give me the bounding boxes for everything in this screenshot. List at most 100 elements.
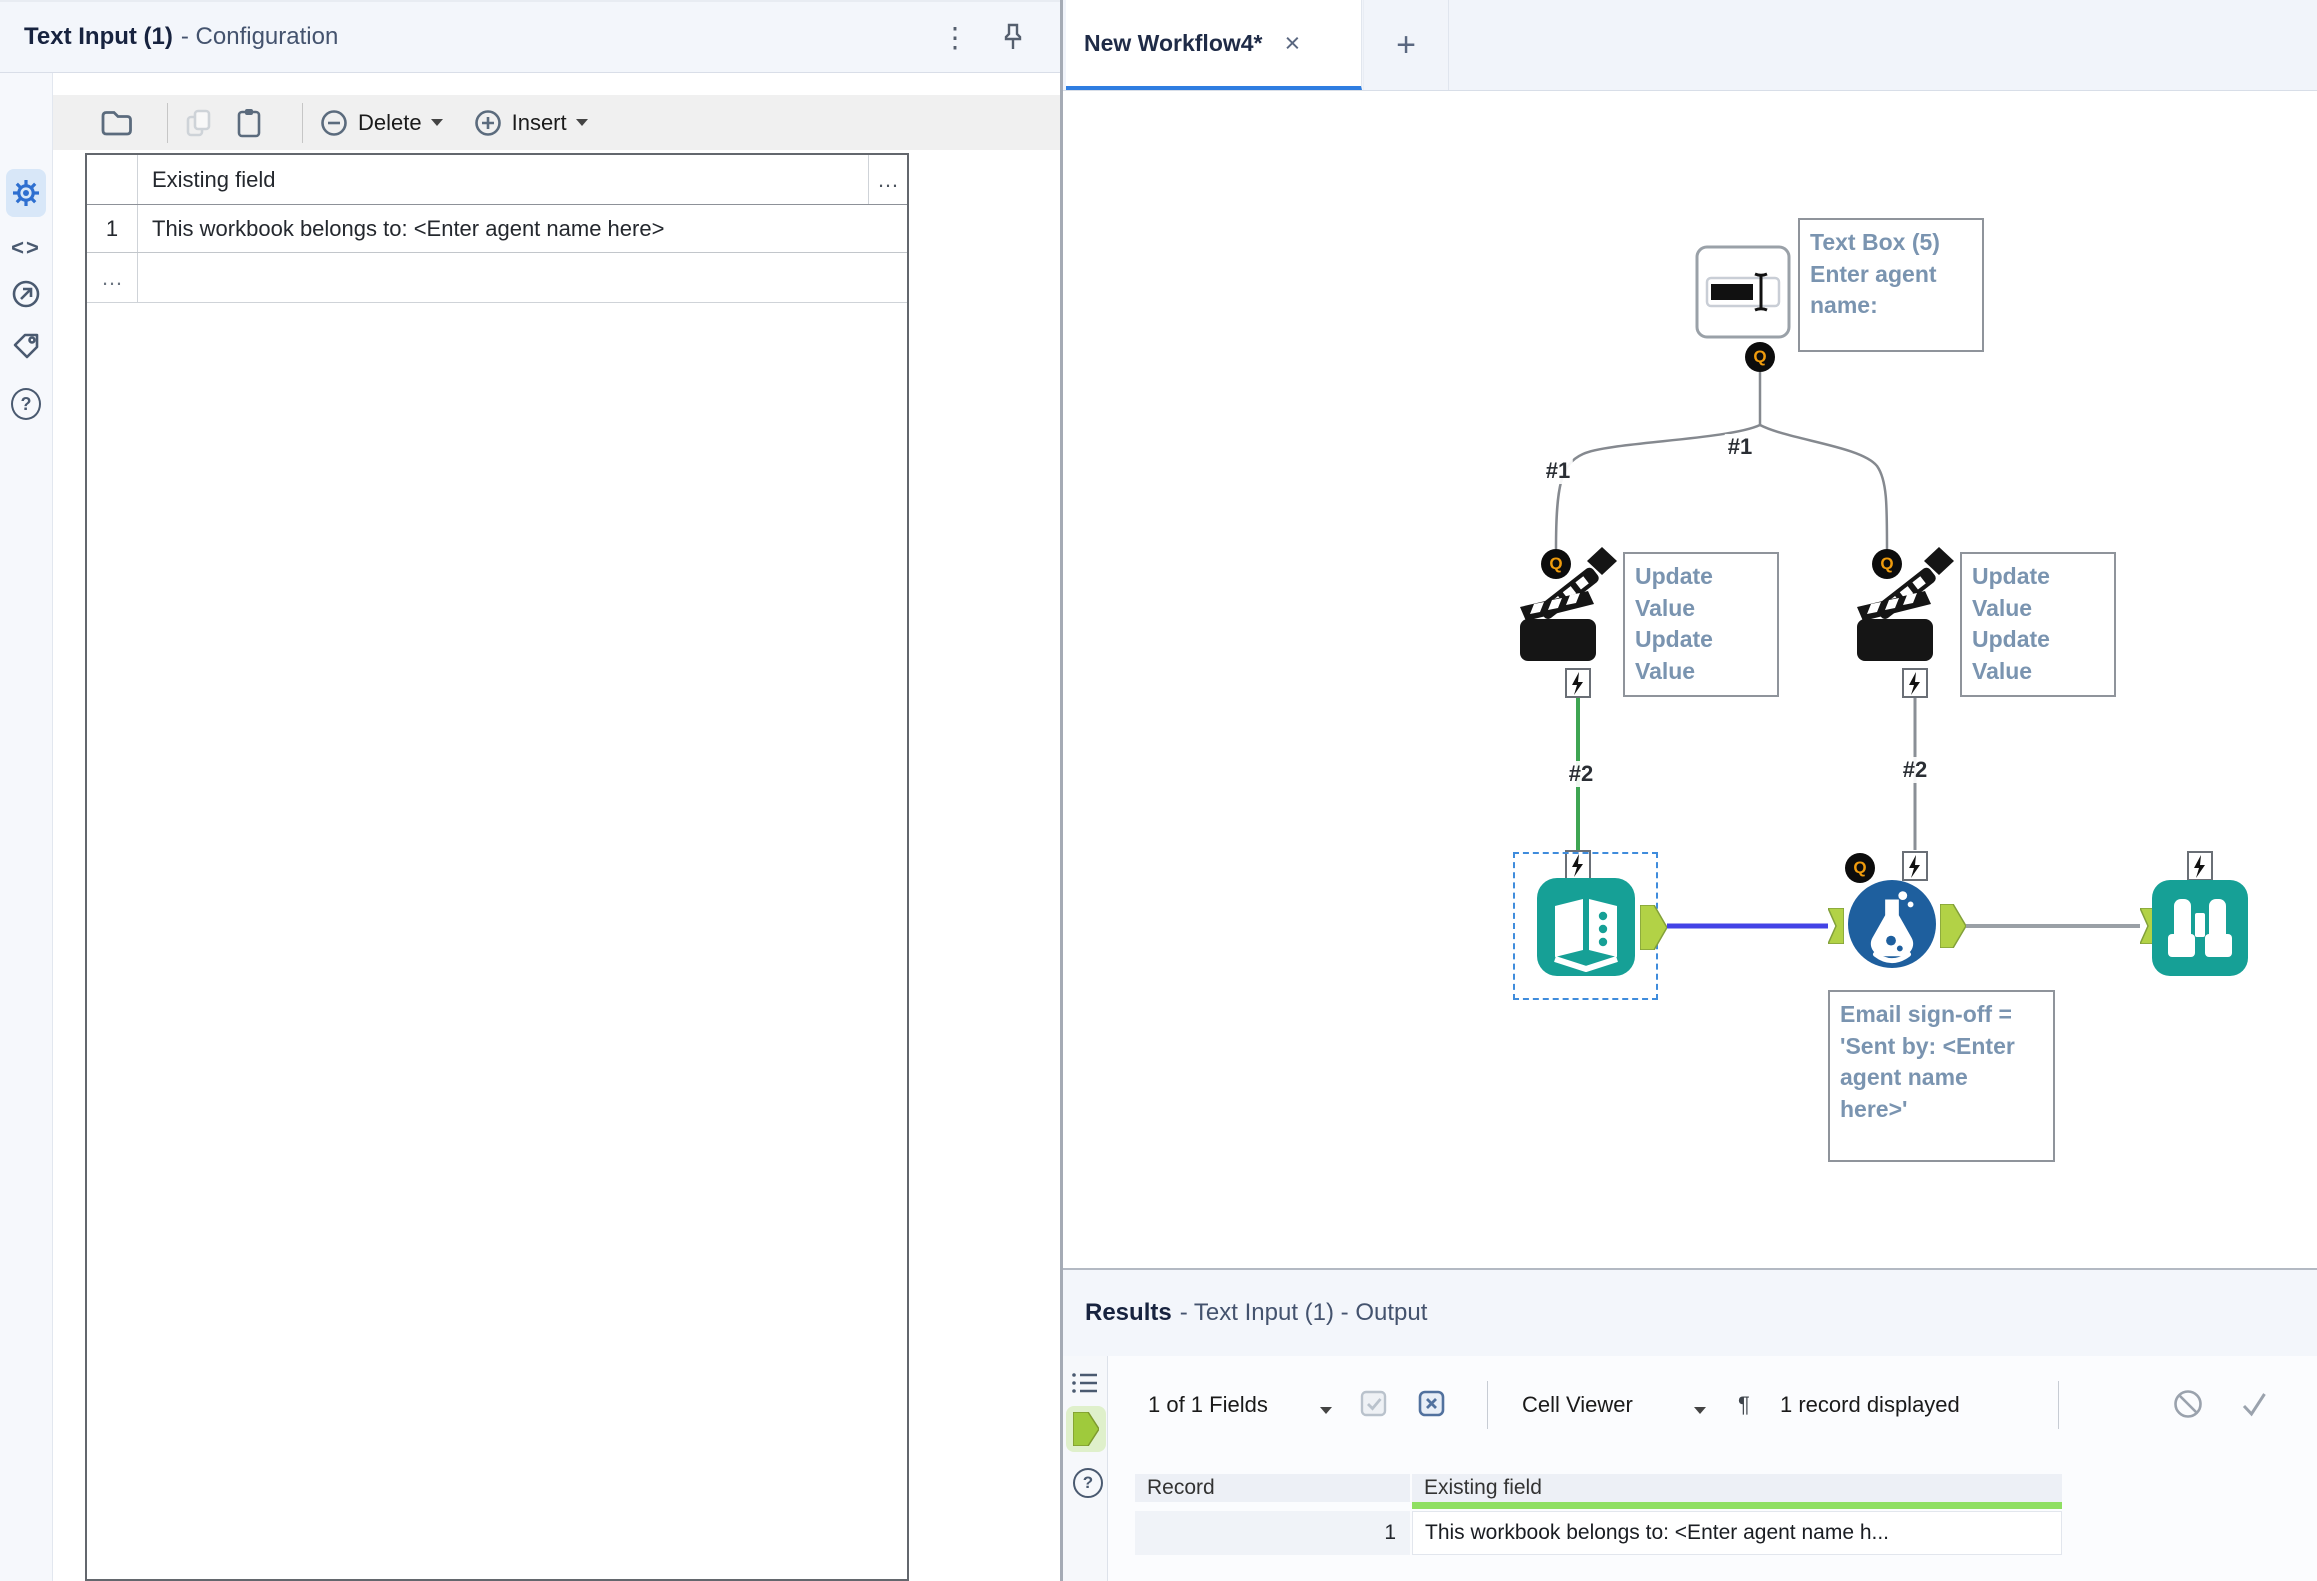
text-box-annotation[interactable]: Text Box (5) Enter agent name: [1798, 218, 1984, 352]
output-anchor-selector[interactable] [1066, 1406, 1106, 1452]
column-header-record[interactable]: Record [1135, 1474, 1410, 1502]
fields-dropdown[interactable]: 1 of 1 Fields [1148, 1392, 1268, 1417]
configuration-subtitle: - Configuration [180, 23, 339, 50]
metadata-list-icon[interactable] [1070, 1370, 1100, 1401]
insert-label: Insert [511, 109, 567, 135]
input-anchor[interactable] [1826, 907, 1845, 949]
question-anchor[interactable]: Q [1845, 853, 1875, 883]
grid-row[interactable]: 1 This workbook belongs to: <Enter agent… [87, 205, 907, 253]
results-table-header: Record Existing field [1135, 1474, 2062, 1502]
workflow-canvas[interactable]: #1 #1 #2 #2 Q Text Box (5) Enter agent n… [1063, 91, 2317, 1268]
chevron-down-icon [430, 118, 443, 126]
tab-label: New Workflow4* [1084, 29, 1263, 56]
grid-new-row-marker: … [87, 253, 138, 302]
record-number-cell[interactable]: 1 [1135, 1511, 1410, 1555]
record-value-cell[interactable]: This workbook belongs to: <Enter agent n… [1412, 1511, 2062, 1555]
lightning-anchor[interactable] [1902, 851, 1928, 881]
action-annotation-right[interactable]: Update Value Update Value [1960, 552, 2116, 697]
minus-circle-icon [321, 109, 347, 136]
grid-header-more-cell[interactable]: … [868, 155, 907, 204]
configuration-tool-name: Text Input (1) [24, 23, 173, 50]
help-icon[interactable]: ? [1073, 1468, 1103, 1498]
text-input-book-icon [1537, 878, 1635, 976]
question-anchor[interactable]: Q [1745, 342, 1775, 372]
configuration-sidebar: <> ? [0, 73, 53, 1581]
chevron-down-icon[interactable] [1320, 1402, 1332, 1420]
field-type-bar [1135, 1502, 2062, 1509]
new-tab-button[interactable]: + [1363, 0, 1449, 90]
browse-binoculars-icon [2152, 880, 2248, 976]
text-box-icon [1695, 245, 1791, 339]
connection-label: #2 [1565, 761, 1597, 787]
browse-tool[interactable] [2152, 880, 2248, 981]
chevron-down-icon[interactable] [1694, 1402, 1706, 1420]
gear-icon [13, 180, 39, 206]
select-all-checkbox-icon[interactable] [1360, 1390, 1387, 1422]
formula-annotation[interactable]: Email sign-off = 'Sent by: <Enter agent … [1828, 990, 2055, 1162]
action-annotation-left[interactable]: Update Value Update Value [1623, 552, 1779, 697]
configuration-panel-header: Text Input (1) - Configuration ⋮ [0, 0, 1060, 73]
check-icon[interactable] [2238, 1388, 2270, 1425]
help-icon[interactable]: ? [11, 388, 41, 420]
delete-button[interactable]: Delete [319, 108, 443, 138]
lightning-anchor[interactable] [1565, 668, 1591, 698]
results-table: Record Existing field 1 This workbook be… [1135, 1474, 2062, 1555]
action-tool-right[interactable] [1855, 545, 1967, 668]
question-anchor[interactable]: Q [1872, 549, 1902, 579]
results-subtitle: - Text Input (1) - Output [1179, 1299, 1428, 1326]
text-input-tool[interactable] [1537, 878, 1635, 981]
connection-label: #1 [1542, 458, 1574, 484]
action-tool-left[interactable] [1518, 545, 1630, 668]
close-tab-icon[interactable]: × [1284, 27, 1301, 58]
cell-viewer-dropdown[interactable]: Cell Viewer [1522, 1392, 1633, 1417]
lightning-anchor[interactable] [1565, 850, 1591, 880]
results-title: Results [1085, 1299, 1172, 1326]
chevron-down-icon [575, 118, 588, 126]
code-icon[interactable]: <> [11, 235, 41, 260]
insert-button[interactable]: Insert [473, 108, 588, 138]
delete-label: Delete [358, 109, 422, 135]
output-anchor[interactable] [1939, 903, 1967, 953]
cancel-icon[interactable] [2172, 1388, 2204, 1425]
tag-icon[interactable] [11, 331, 41, 361]
deselect-all-icon[interactable] [1418, 1390, 1445, 1422]
sidebar-item-configuration[interactable] [6, 169, 46, 217]
workflow-tab-bar: New Workflow4* × + [1063, 0, 2317, 91]
lightning-anchor[interactable] [2187, 851, 2213, 881]
grid-new-row[interactable]: … [87, 253, 907, 303]
text-input-grid: Existing field … 1 This workbook belongs… [85, 153, 909, 1581]
panel-menu-icon[interactable]: ⋮ [941, 21, 969, 53]
open-file-icon[interactable] [99, 107, 133, 139]
output-anchor[interactable] [1639, 904, 1668, 955]
formula-tool[interactable] [1848, 880, 1936, 968]
connection-label: #1 [1724, 434, 1756, 460]
tab-new-workflow4[interactable]: New Workflow4* × [1066, 0, 1362, 90]
column-header-existing-field[interactable]: Existing field [1412, 1474, 2062, 1502]
connection-label: #2 [1899, 757, 1931, 783]
results-divider[interactable] [1063, 1268, 2317, 1270]
lightning-anchor[interactable] [1902, 668, 1928, 698]
grid-header-row: Existing field … [87, 155, 907, 205]
results-header: Results - Text Input (1) - Output [1063, 1270, 2317, 1356]
toolbar-separator [167, 102, 168, 143]
string-type-indicator [1412, 1502, 2062, 1509]
question-anchor[interactable]: Q [1541, 549, 1571, 579]
grid-column-header[interactable]: Existing field [152, 166, 276, 192]
grid-cell-value[interactable]: This workbook belongs to: <Enter agent n… [152, 215, 665, 241]
record-count-label: 1 record displayed [1780, 1392, 1960, 1417]
toolbar-separator [1487, 1381, 1488, 1429]
text-box-tool[interactable] [1695, 245, 1791, 344]
grid-corner-cell [87, 155, 138, 204]
panel-divider[interactable] [1060, 0, 1063, 1581]
grid-empty-cell[interactable] [138, 253, 907, 302]
pin-icon[interactable] [996, 20, 1030, 54]
copy-icon[interactable] [184, 108, 214, 138]
toolbar-separator [2058, 1381, 2059, 1429]
table-row[interactable]: 1 This workbook belongs to: <Enter agent… [1135, 1511, 2062, 1555]
paste-icon[interactable] [234, 107, 264, 139]
plus-circle-icon [474, 109, 501, 136]
pilcrow-icon[interactable]: ¶ [1738, 1392, 1750, 1417]
open-example-icon[interactable] [11, 279, 41, 309]
formula-flask-icon [1870, 891, 1914, 964]
